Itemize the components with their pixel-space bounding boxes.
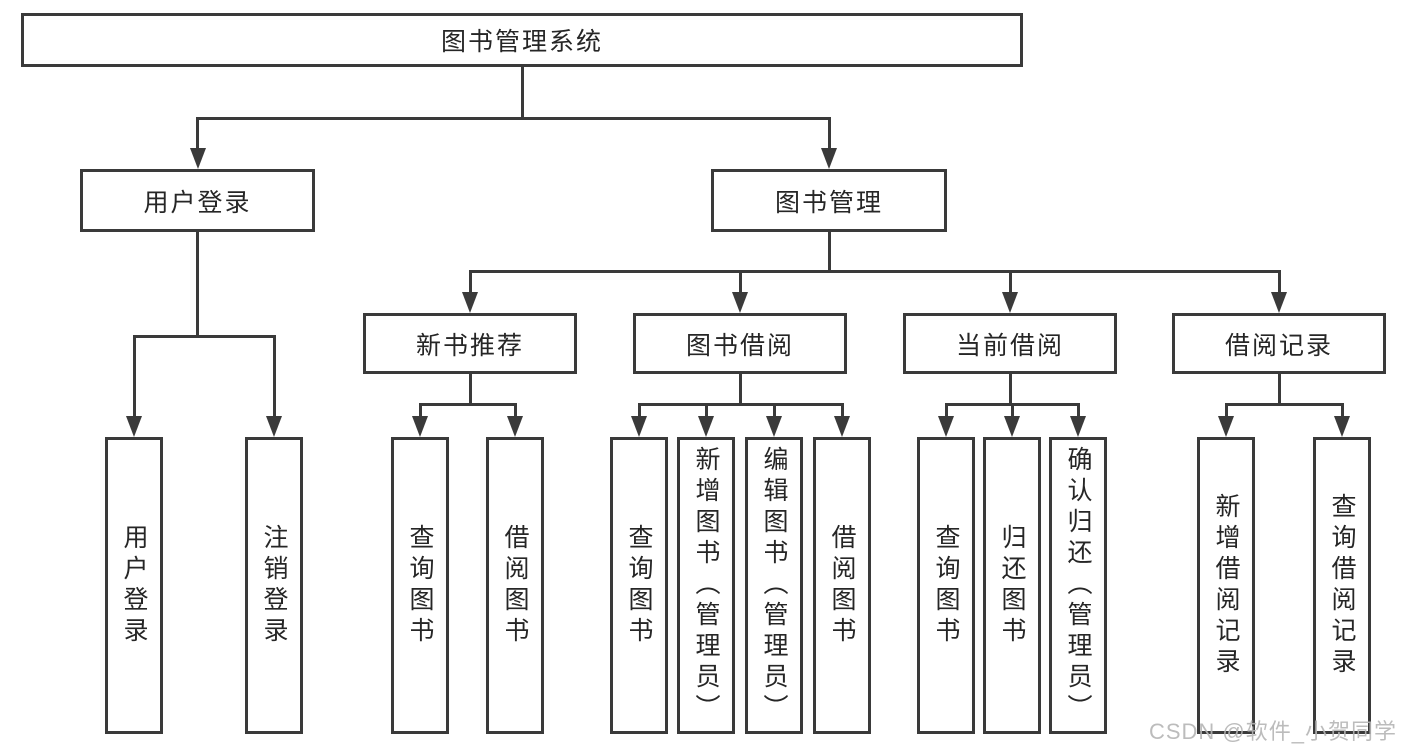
leaf-query-books-recommend: 查询图书 — [391, 437, 449, 734]
node-book-management: 图书管理 — [711, 169, 947, 232]
arrow-down-icon — [1004, 416, 1020, 437]
connector-line — [513, 403, 517, 417]
connector-line — [827, 232, 831, 273]
arrow-down-icon — [938, 416, 954, 437]
node-library-system-root: 图书管理系统 — [21, 13, 1023, 67]
arrow-down-icon — [1334, 416, 1350, 437]
node-borrowing-records: 借阅记录 — [1172, 313, 1386, 374]
leaf-confirm-return-admin: 确认归还（管理员） — [1049, 437, 1107, 734]
arrow-down-icon — [631, 416, 647, 437]
connector-line — [468, 374, 472, 406]
connector-line — [418, 403, 422, 417]
connector-line — [1076, 403, 1080, 417]
connector-line — [738, 374, 742, 406]
connector-line — [196, 117, 831, 120]
leaf-return-books: 归还图书 — [983, 437, 1041, 734]
connector-line — [520, 66, 524, 118]
arrow-down-icon — [126, 416, 142, 437]
connector-line — [1008, 374, 1012, 406]
arrow-down-icon — [1271, 292, 1287, 313]
arrow-down-icon — [266, 416, 282, 437]
connector-line — [196, 232, 199, 338]
arrow-down-icon — [1002, 292, 1018, 313]
connector-line — [1010, 403, 1014, 417]
connector-line — [468, 270, 1281, 273]
connector-line — [1277, 374, 1281, 406]
connector-line — [738, 270, 742, 293]
node-book-borrowing: 图书借阅 — [633, 313, 847, 374]
arrow-down-icon — [1070, 416, 1086, 437]
connector-line — [1224, 403, 1343, 406]
connector-line — [1224, 403, 1228, 417]
connector-line — [1340, 403, 1344, 417]
arrow-down-icon — [834, 416, 850, 437]
connector-line — [840, 403, 844, 417]
arrow-down-icon — [766, 416, 782, 437]
connector-line — [637, 403, 843, 406]
arrow-down-icon — [732, 292, 748, 313]
leaf-query-books-current: 查询图书 — [917, 437, 975, 734]
leaf-edit-books-admin: 编辑图书（管理员） — [745, 437, 803, 734]
connector-line — [772, 403, 776, 417]
connector-line — [1277, 270, 1281, 293]
leaf-logout: 注销登录 — [245, 437, 303, 734]
arrow-down-icon — [507, 416, 523, 437]
connector-line — [637, 403, 641, 417]
arrow-down-icon — [189, 148, 206, 169]
connector-line — [468, 270, 472, 293]
connector-line — [944, 403, 948, 417]
connector-line — [1008, 270, 1012, 293]
watermark: CSDN @软件_小贺同学 — [1148, 719, 1397, 744]
connector-line — [418, 403, 517, 406]
node-current-borrowing: 当前借阅 — [903, 313, 1117, 374]
connector-line — [704, 403, 708, 417]
leaf-query-books-borrowing: 查询图书 — [610, 437, 668, 734]
arrow-down-icon — [698, 416, 714, 437]
leaf-query-borrow-record: 查询借阅记录 — [1313, 437, 1371, 734]
leaf-user-login: 用户登录 — [105, 437, 163, 734]
leaf-add-books-admin: 新增图书（管理员） — [677, 437, 735, 734]
node-user-login: 用户登录 — [80, 169, 315, 232]
arrow-down-icon — [412, 416, 428, 437]
connector-line — [827, 117, 831, 150]
connector-line — [132, 335, 136, 417]
connector-line — [196, 117, 199, 150]
leaf-borrow-books-recommend: 借阅图书 — [486, 437, 544, 734]
connector-line — [272, 335, 276, 417]
leaf-borrow-books: 借阅图书 — [813, 437, 871, 734]
arrow-down-icon — [821, 148, 837, 169]
connector-line — [132, 335, 276, 338]
node-new-book-recommend: 新书推荐 — [363, 313, 577, 374]
leaf-add-borrow-record: 新增借阅记录 — [1197, 437, 1255, 734]
arrow-down-icon — [1218, 416, 1234, 437]
arrow-down-icon — [462, 292, 478, 313]
